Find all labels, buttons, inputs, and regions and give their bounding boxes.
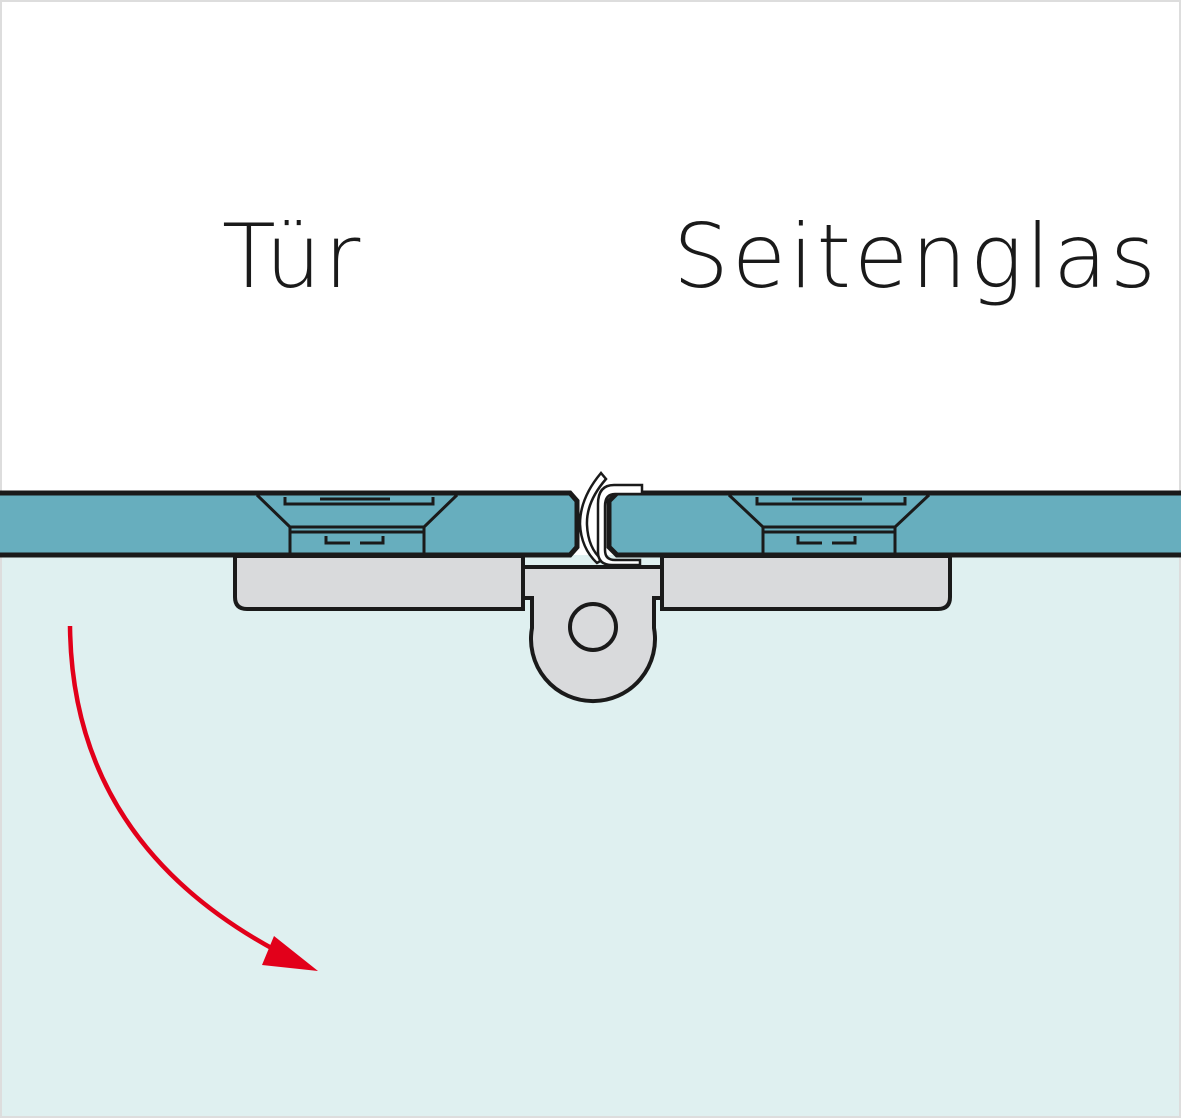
opening-direction-arrow <box>67 625 277 952</box>
door-clamp-plate <box>233 554 525 611</box>
arrow-head-icon <box>262 936 318 971</box>
side-glass-clamp-plate <box>660 554 952 611</box>
hinge-pin <box>568 602 618 652</box>
side-glass-countersunk-fitting <box>727 493 931 555</box>
door-countersunk-fitting <box>255 493 459 555</box>
side-glass-label: Seitenglas <box>673 205 1159 308</box>
door-label: Tür <box>222 205 364 308</box>
seal-profile <box>596 483 644 567</box>
